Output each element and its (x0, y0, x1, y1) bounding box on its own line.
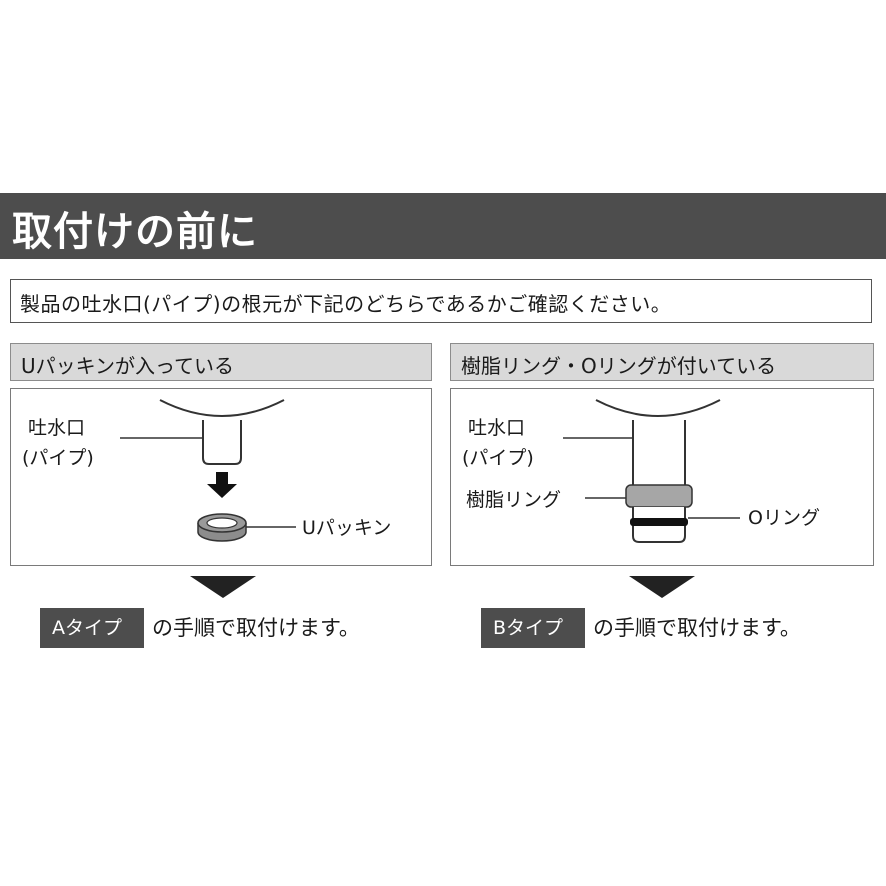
intro-box: 製品の吐水口(パイプ)の根元が下記のどちらであるかご確認ください。 (10, 279, 872, 323)
panel-a-u-packing-icon (197, 513, 247, 542)
panel-a-packing-label: Uパッキン (302, 517, 392, 539)
panel-a-spout-pipe (202, 420, 242, 465)
panel-a-down-arrow-icon (207, 472, 237, 498)
panel-b-heading-text: 樹脂リング・Oリングが付いている (461, 354, 777, 378)
panel-b-spout-pipe (632, 420, 686, 491)
panel-b-resin-ring (625, 484, 693, 508)
panel-a-step-text: の手順で取付けます。 (152, 616, 360, 640)
panel-b-heading: 樹脂リング・Oリングが付いている (450, 343, 874, 381)
panel-b-resin-ring-label: 樹脂リング (466, 489, 562, 511)
panel-b-spout-label-1: 吐水口 (468, 417, 526, 439)
panel-a-heading-text: Uパッキンが入っている (21, 354, 235, 378)
panel-a-down-triangle-icon (190, 576, 256, 598)
panel-b-faucet-body (595, 399, 721, 417)
panel-a-spout-label-1: 吐水口 (28, 417, 86, 439)
panel-b-step-text: の手順で取付けます。 (593, 616, 801, 640)
panel-a-faucet-body (159, 399, 285, 417)
type-a-badge: Aタイプ (40, 608, 144, 648)
panel-b-o-ring-label: Oリング (748, 507, 820, 529)
page-title: 取付けの前に (12, 209, 258, 255)
panel-b-spout-label-2: (パイプ) (462, 447, 534, 469)
panel-a-heading: Uパッキンが入っている (10, 343, 432, 381)
title-bar: 取付けの前に (0, 193, 886, 259)
type-b-badge: Bタイプ (481, 608, 585, 648)
panel-b-o-ring (630, 518, 688, 526)
panel-b-down-triangle-icon (629, 576, 695, 598)
panel-a-spout-label-2: (パイプ) (22, 447, 94, 469)
intro-text: 製品の吐水口(パイプ)の根元が下記のどちらであるかご確認ください。 (20, 292, 672, 316)
